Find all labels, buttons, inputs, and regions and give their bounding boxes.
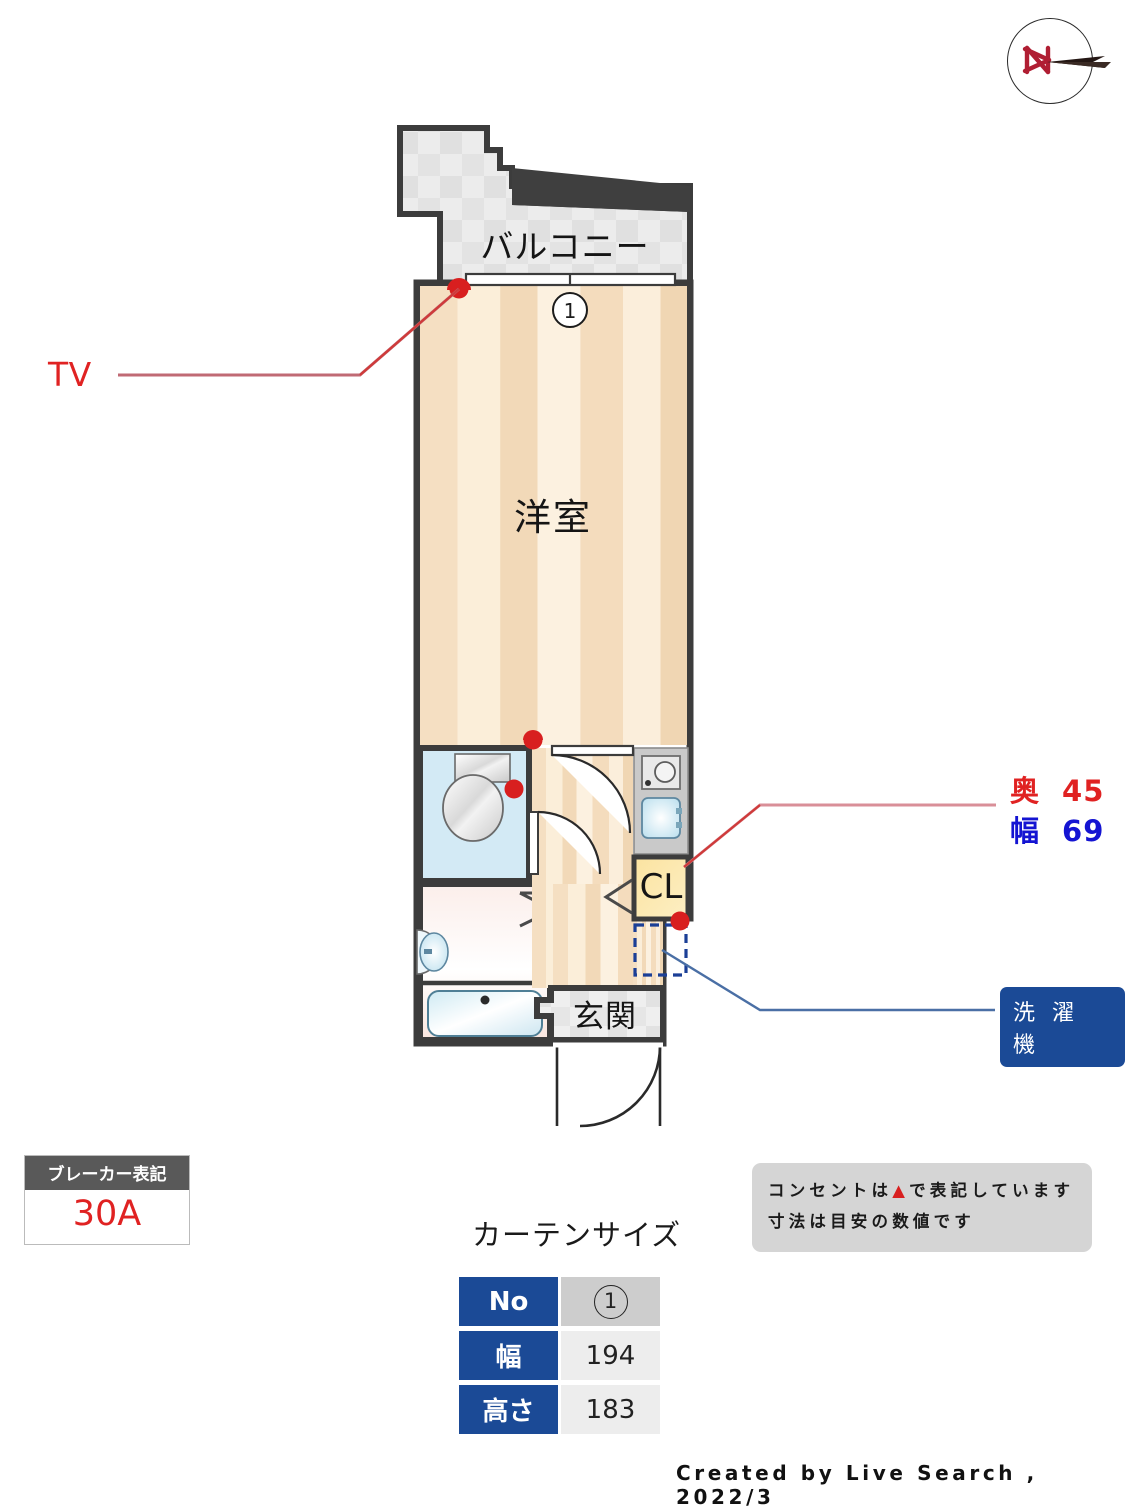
closet-depth-key: 奥 xyxy=(1010,774,1041,808)
room-label-balcony: バルコニー xyxy=(480,227,649,266)
door-toilet xyxy=(528,810,602,875)
room-western: 洋室 xyxy=(420,286,687,745)
entrance-door xyxy=(553,1042,663,1128)
tv-label: TV xyxy=(48,355,92,394)
breaker-box: ブレーカー表記 30A xyxy=(24,1155,190,1245)
room-label-entrance: 玄関 xyxy=(573,999,637,1035)
compass-rose xyxy=(1007,18,1111,108)
outlet-markers xyxy=(447,278,690,931)
table-row: No 1 xyxy=(459,1277,660,1326)
table-row: 高さ 183 xyxy=(459,1385,660,1434)
curtain-row-key: No xyxy=(459,1277,558,1326)
note-line-1: コンセントは▲で表記しています xyxy=(768,1176,1076,1207)
curtain-marker-1: 1 xyxy=(552,292,588,328)
closet-width-key: 幅 xyxy=(1010,814,1041,848)
outlet-marker-icon: ▲ xyxy=(892,1181,910,1200)
breaker-value: 30A xyxy=(72,1194,142,1234)
curtain-table-title: カーテンサイズ xyxy=(472,1218,682,1252)
breaker-title: ブレーカー表記 xyxy=(25,1156,189,1190)
closet-width-value: 69 xyxy=(1062,814,1105,848)
curtain-row-key: 幅 xyxy=(459,1331,558,1380)
room-bath xyxy=(416,881,557,1043)
curtain-row-value: 1 xyxy=(561,1277,660,1326)
leader-lines xyxy=(118,287,996,1012)
closet-depth-value: 45 xyxy=(1062,774,1105,808)
room-toilet xyxy=(417,745,532,884)
balcony-window xyxy=(464,272,677,287)
curtain-row-key: 高さ xyxy=(459,1385,558,1434)
door-western-room xyxy=(550,744,635,834)
credit-text: Created by Live Search , 2022/3 xyxy=(676,1461,1038,1509)
table-row: 幅 194 xyxy=(459,1331,660,1380)
curtain-row-value: 183 xyxy=(561,1385,660,1434)
curtain-marker-number: 1 xyxy=(564,299,577,323)
note-box: コンセントは▲で表記しています 寸法は目安の数値です xyxy=(752,1163,1092,1253)
closet-depth-annotation: 奥 45 xyxy=(1010,768,1104,810)
curtain-number-badge: 1 xyxy=(593,1284,628,1319)
floor-plan: バルコニー 洋室 1 xyxy=(118,125,996,1128)
door-hall-folding xyxy=(603,878,633,915)
note-line1-after: で表記しています xyxy=(909,1181,1075,1200)
note-line1-before: コンセントは xyxy=(768,1181,893,1200)
curtain-size-table: No 1 幅 194 高さ 183 xyxy=(456,1272,663,1439)
kitchen-unit xyxy=(633,747,689,855)
balcony-area: バルコニー xyxy=(397,125,693,286)
washing-machine-space xyxy=(633,923,688,977)
curtain-row-value: 194 xyxy=(561,1331,660,1380)
washing-machine-label: 洗 濯 機 xyxy=(1000,987,1125,1067)
room-label-western: 洋室 xyxy=(514,496,592,539)
closet-width-annotation: 幅 69 xyxy=(1010,808,1104,850)
room-entrance: 玄関 xyxy=(534,985,666,1043)
note-line-2: 寸法は目安の数値です xyxy=(768,1211,975,1231)
closet-CL: CL xyxy=(631,854,691,922)
room-label-closet: CL xyxy=(640,867,683,907)
